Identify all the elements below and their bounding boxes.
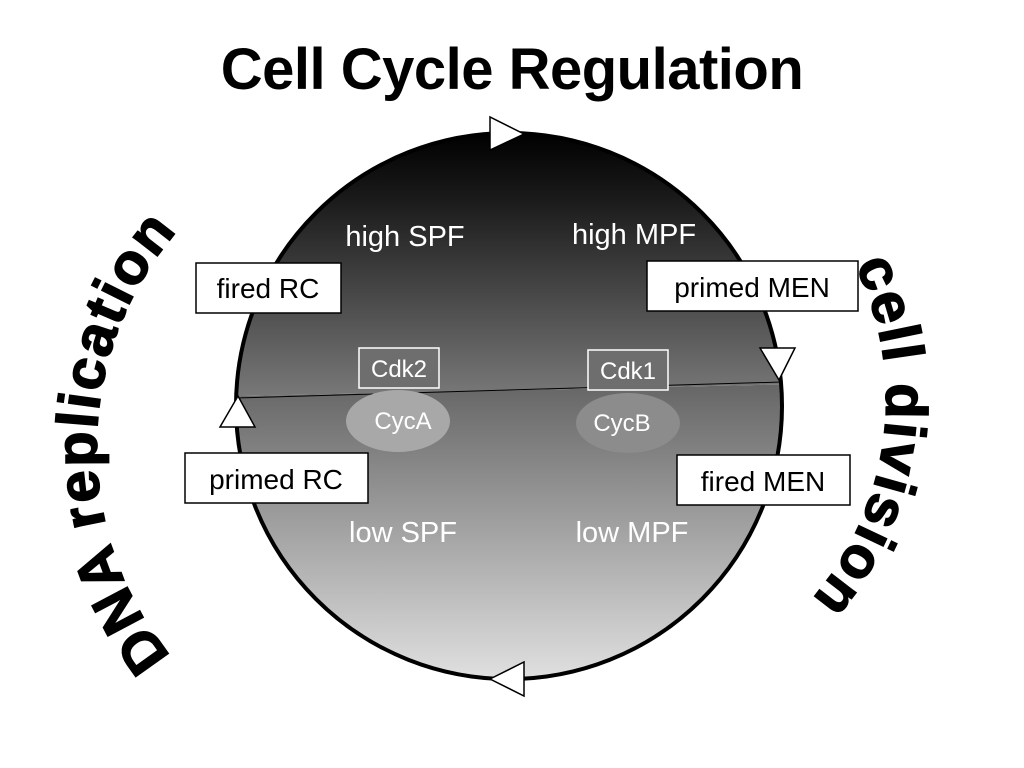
label-high-mpf: high MPF xyxy=(572,219,696,251)
cdk1-label: Cdk1 xyxy=(600,358,656,385)
arrow-right-icon xyxy=(758,347,797,382)
label-high-spf: high SPF xyxy=(345,221,464,253)
primed-men-box xyxy=(646,260,859,312)
label-low-mpf: low MPF xyxy=(576,517,689,549)
lower-half-fill xyxy=(236,382,782,679)
cdk2-label: Cdk2 xyxy=(371,356,427,383)
fired-men-box xyxy=(676,454,851,506)
cycb-label: CycB xyxy=(593,410,650,437)
primed-men-label: primed MEN xyxy=(674,272,830,303)
arrow-bottom-icon xyxy=(488,660,525,698)
fired-men-label: fired MEN xyxy=(701,466,825,497)
cyca-ellipse xyxy=(346,390,450,452)
cdk1-box xyxy=(587,349,669,391)
dividing-line xyxy=(235,381,783,399)
fired-rc-label: fired RC xyxy=(217,273,320,304)
cdk2-box xyxy=(358,347,440,389)
label-low-spf: low SPF xyxy=(349,517,457,549)
arc-label-dna-replication: DNA replication xyxy=(45,198,189,687)
cyca-label: CycA xyxy=(374,408,431,435)
fired-rc-box xyxy=(195,262,342,314)
primed-rc-box xyxy=(184,452,369,504)
upper-half-fill xyxy=(236,133,782,398)
cycb-ellipse xyxy=(576,393,680,453)
arrow-top-icon xyxy=(489,115,526,152)
page-title: Cell Cycle Regulation xyxy=(220,37,804,102)
primed-rc-label: primed RC xyxy=(209,464,343,495)
arrow-left-icon xyxy=(218,394,257,428)
